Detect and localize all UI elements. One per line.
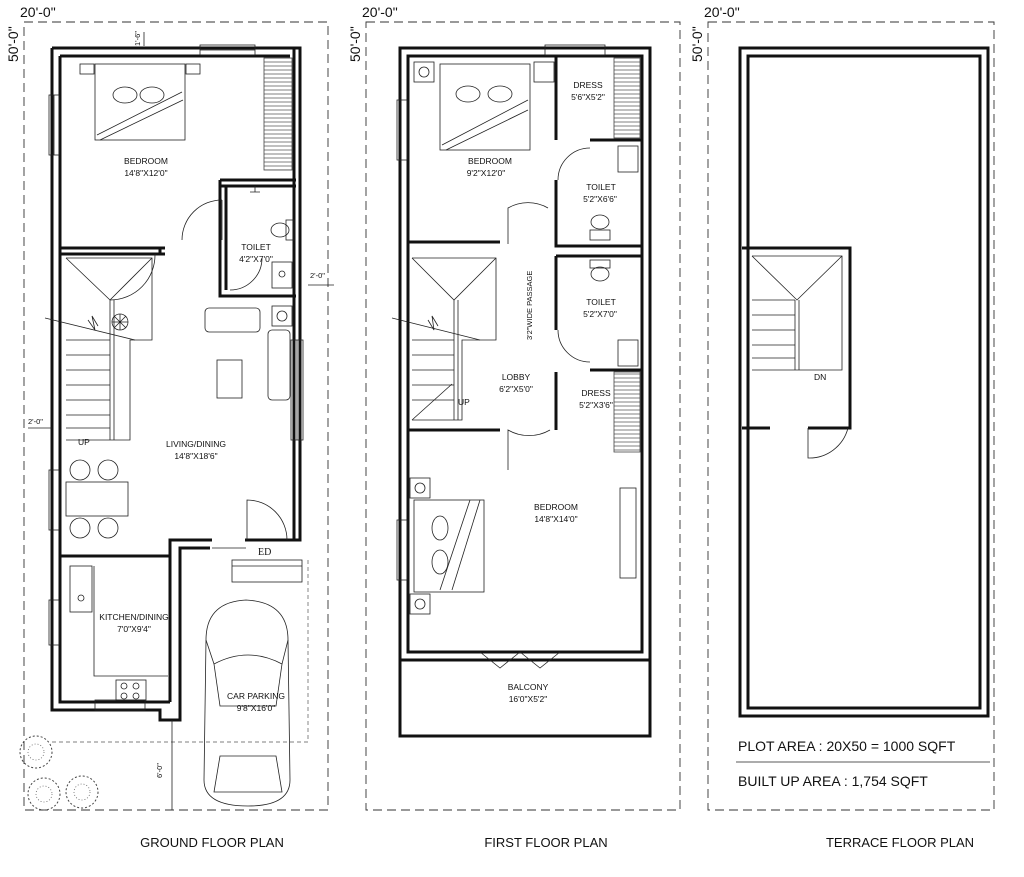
- first-toilet1-name: TOILET: [586, 182, 616, 192]
- terrace-staircase: [742, 246, 852, 459]
- ground-kitchen-size: 7'0"X9'4": [117, 624, 151, 634]
- built-up-area-label: BUILT UP AREA : 1,754 SQFT: [738, 773, 928, 789]
- ground-toilet-name: TOILET: [241, 242, 271, 252]
- ground-parking-size: 9'8"X16'0": [237, 703, 276, 713]
- first-floor-plan: 20'-0" 50'-0": [347, 4, 681, 850]
- ground-stair-up: UP: [78, 437, 90, 447]
- first-dress2-name: DRESS: [581, 388, 611, 398]
- first-lobby-name: LOBBY: [502, 372, 531, 382]
- ground-floor-plan: 20'-0" 50'-0": [5, 4, 334, 850]
- first-bedroom1-name: BEDROOM: [468, 156, 512, 166]
- ground-depth-dim: 50'-0": [5, 26, 21, 62]
- ground-dim-front: 6'-0": [155, 763, 164, 778]
- ground-entry-label: ED: [258, 547, 271, 558]
- first-balcony-size: 16'0"X5'2": [509, 694, 548, 704]
- first-bedroom2-name: BEDROOM: [534, 502, 578, 512]
- terrace-width-dim: 20'-0": [704, 4, 740, 20]
- first-dress1-size: 5'6"X5'2": [571, 92, 605, 102]
- first-toilet2-size: 5'2"X7'0": [583, 309, 617, 319]
- ground-living-size: 14'8"X18'6": [174, 451, 217, 461]
- first-toilet2-name: TOILET: [586, 297, 616, 307]
- first-dress1-name: DRESS: [573, 80, 603, 90]
- ground-dim-right: 2'-0": [310, 271, 325, 280]
- ground-parking-name: CAR PARKING: [227, 691, 285, 701]
- terrace-stair-dn: DN: [814, 372, 826, 382]
- first-bedroom2-size: 14'8"X14'0": [534, 514, 577, 524]
- bed-icon: [413, 61, 555, 151]
- terrace-depth-dim: 50'-0": [689, 26, 705, 62]
- first-stair-up: UP: [458, 397, 470, 407]
- terrace-plot-boundary: [707, 21, 995, 811]
- ground-staircase: [44, 257, 153, 441]
- first-dress2-size: 5'2"X3'6": [579, 400, 613, 410]
- first-floor-title: FIRST FLOOR PLAN: [484, 835, 607, 850]
- tree-icon: [19, 735, 99, 811]
- ground-bedroom-name: BEDROOM: [124, 156, 168, 166]
- first-lobby-size: 6'2"X5'0": [499, 384, 533, 394]
- ground-outer-walls: [50, 46, 302, 722]
- bed-icon: [79, 63, 201, 141]
- plot-area-label: PLOT AREA : 20X50 = 1000 SQFT: [738, 738, 956, 754]
- first-passage-label: 3'2"WIDE PASSAGE: [525, 271, 534, 340]
- first-width-dim: 20'-0": [362, 4, 398, 20]
- car-icon: [203, 599, 291, 807]
- bed-icon: [409, 477, 485, 615]
- ground-width-dim: 20'-0": [20, 4, 56, 20]
- first-balcony-name: BALCONY: [508, 682, 549, 692]
- ground-floor-title: GROUND FLOOR PLAN: [140, 835, 284, 850]
- ground-dim-top: 1'-6": [133, 31, 142, 46]
- ground-dim-left: 2'-0": [28, 417, 43, 426]
- first-bedroom1-size: 9'2"X12'0": [467, 168, 506, 178]
- ground-kitchen-name: KITCHEN/DINING: [99, 612, 168, 622]
- first-staircase: [391, 257, 497, 421]
- first-plot-boundary: [365, 21, 681, 811]
- first-toilet1-size: 5'2"X6'6": [583, 194, 617, 204]
- terrace-floor-plan: 20'-0" 50'-0" DN PLOT AREA : 20X50 = 100…: [689, 4, 995, 850]
- ground-living-name: LIVING/DINING: [166, 439, 226, 449]
- ground-bedroom-size: 14'8"X12'0": [124, 168, 167, 178]
- ground-toilet-size: 4'2"X7'0": [239, 254, 273, 264]
- terrace-floor-title: TERRACE FLOOR PLAN: [826, 835, 974, 850]
- first-depth-dim: 50'-0": [347, 26, 363, 62]
